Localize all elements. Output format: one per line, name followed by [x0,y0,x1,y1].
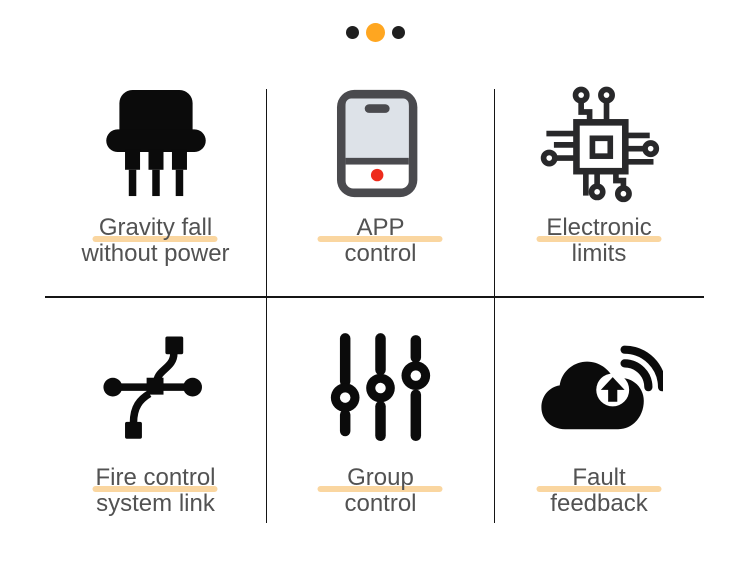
feature-title-line2: without power [81,240,230,267]
feature-title-line2: system link [96,490,215,517]
feature-card-gravity-fall: Gravity fall without power [45,76,266,267]
carousel-dot-2-active[interactable] [365,22,385,42]
feature-title-line1: Electronic [546,214,652,241]
feature-title-line1: Fault [572,464,626,491]
feature-label: APP control [344,215,416,267]
vertical-divider-1 [266,89,267,523]
feature-label: Group control [344,465,416,517]
feature-label: Electronic limits [546,215,651,267]
carousel-dots [0,21,750,43]
feature-card-group-control: Group control [267,318,494,517]
carousel-dot-1[interactable] [345,25,359,39]
feature-title-line2: control [344,490,417,517]
transistor-icon [105,89,206,196]
horizontal-divider [45,296,704,298]
feature-title-line1: APP [356,214,405,241]
feature-title-line1: Group [347,464,414,491]
feature-card-fire-control-link: Fire control system link [45,318,266,517]
feature-title-line2: control [344,240,417,267]
feature-card-app-control: APP control [267,76,494,267]
feature-title-line2: limits [571,240,627,267]
sliders-icon [330,333,431,442]
feature-card-electronic-limits: Electronic limits [494,76,704,267]
chip-icon [540,86,660,203]
feature-label: Fault feedback [550,465,647,517]
feature-title-line2: feedback [550,490,648,517]
feature-title-line1: Gravity fall [98,214,213,241]
feature-title-line1: Fire control [95,464,216,491]
feature-label: Gravity fall without power [81,215,229,267]
cloud-upload-icon [541,345,663,430]
feature-card-fault-feedback: Fault feedback [494,318,704,517]
carousel-dot-3[interactable] [391,25,405,39]
vertical-divider-2 [494,89,495,523]
feature-label: Fire control system link [95,465,215,517]
smartphone-icon [336,89,417,197]
network-nodes-icon [102,336,202,439]
